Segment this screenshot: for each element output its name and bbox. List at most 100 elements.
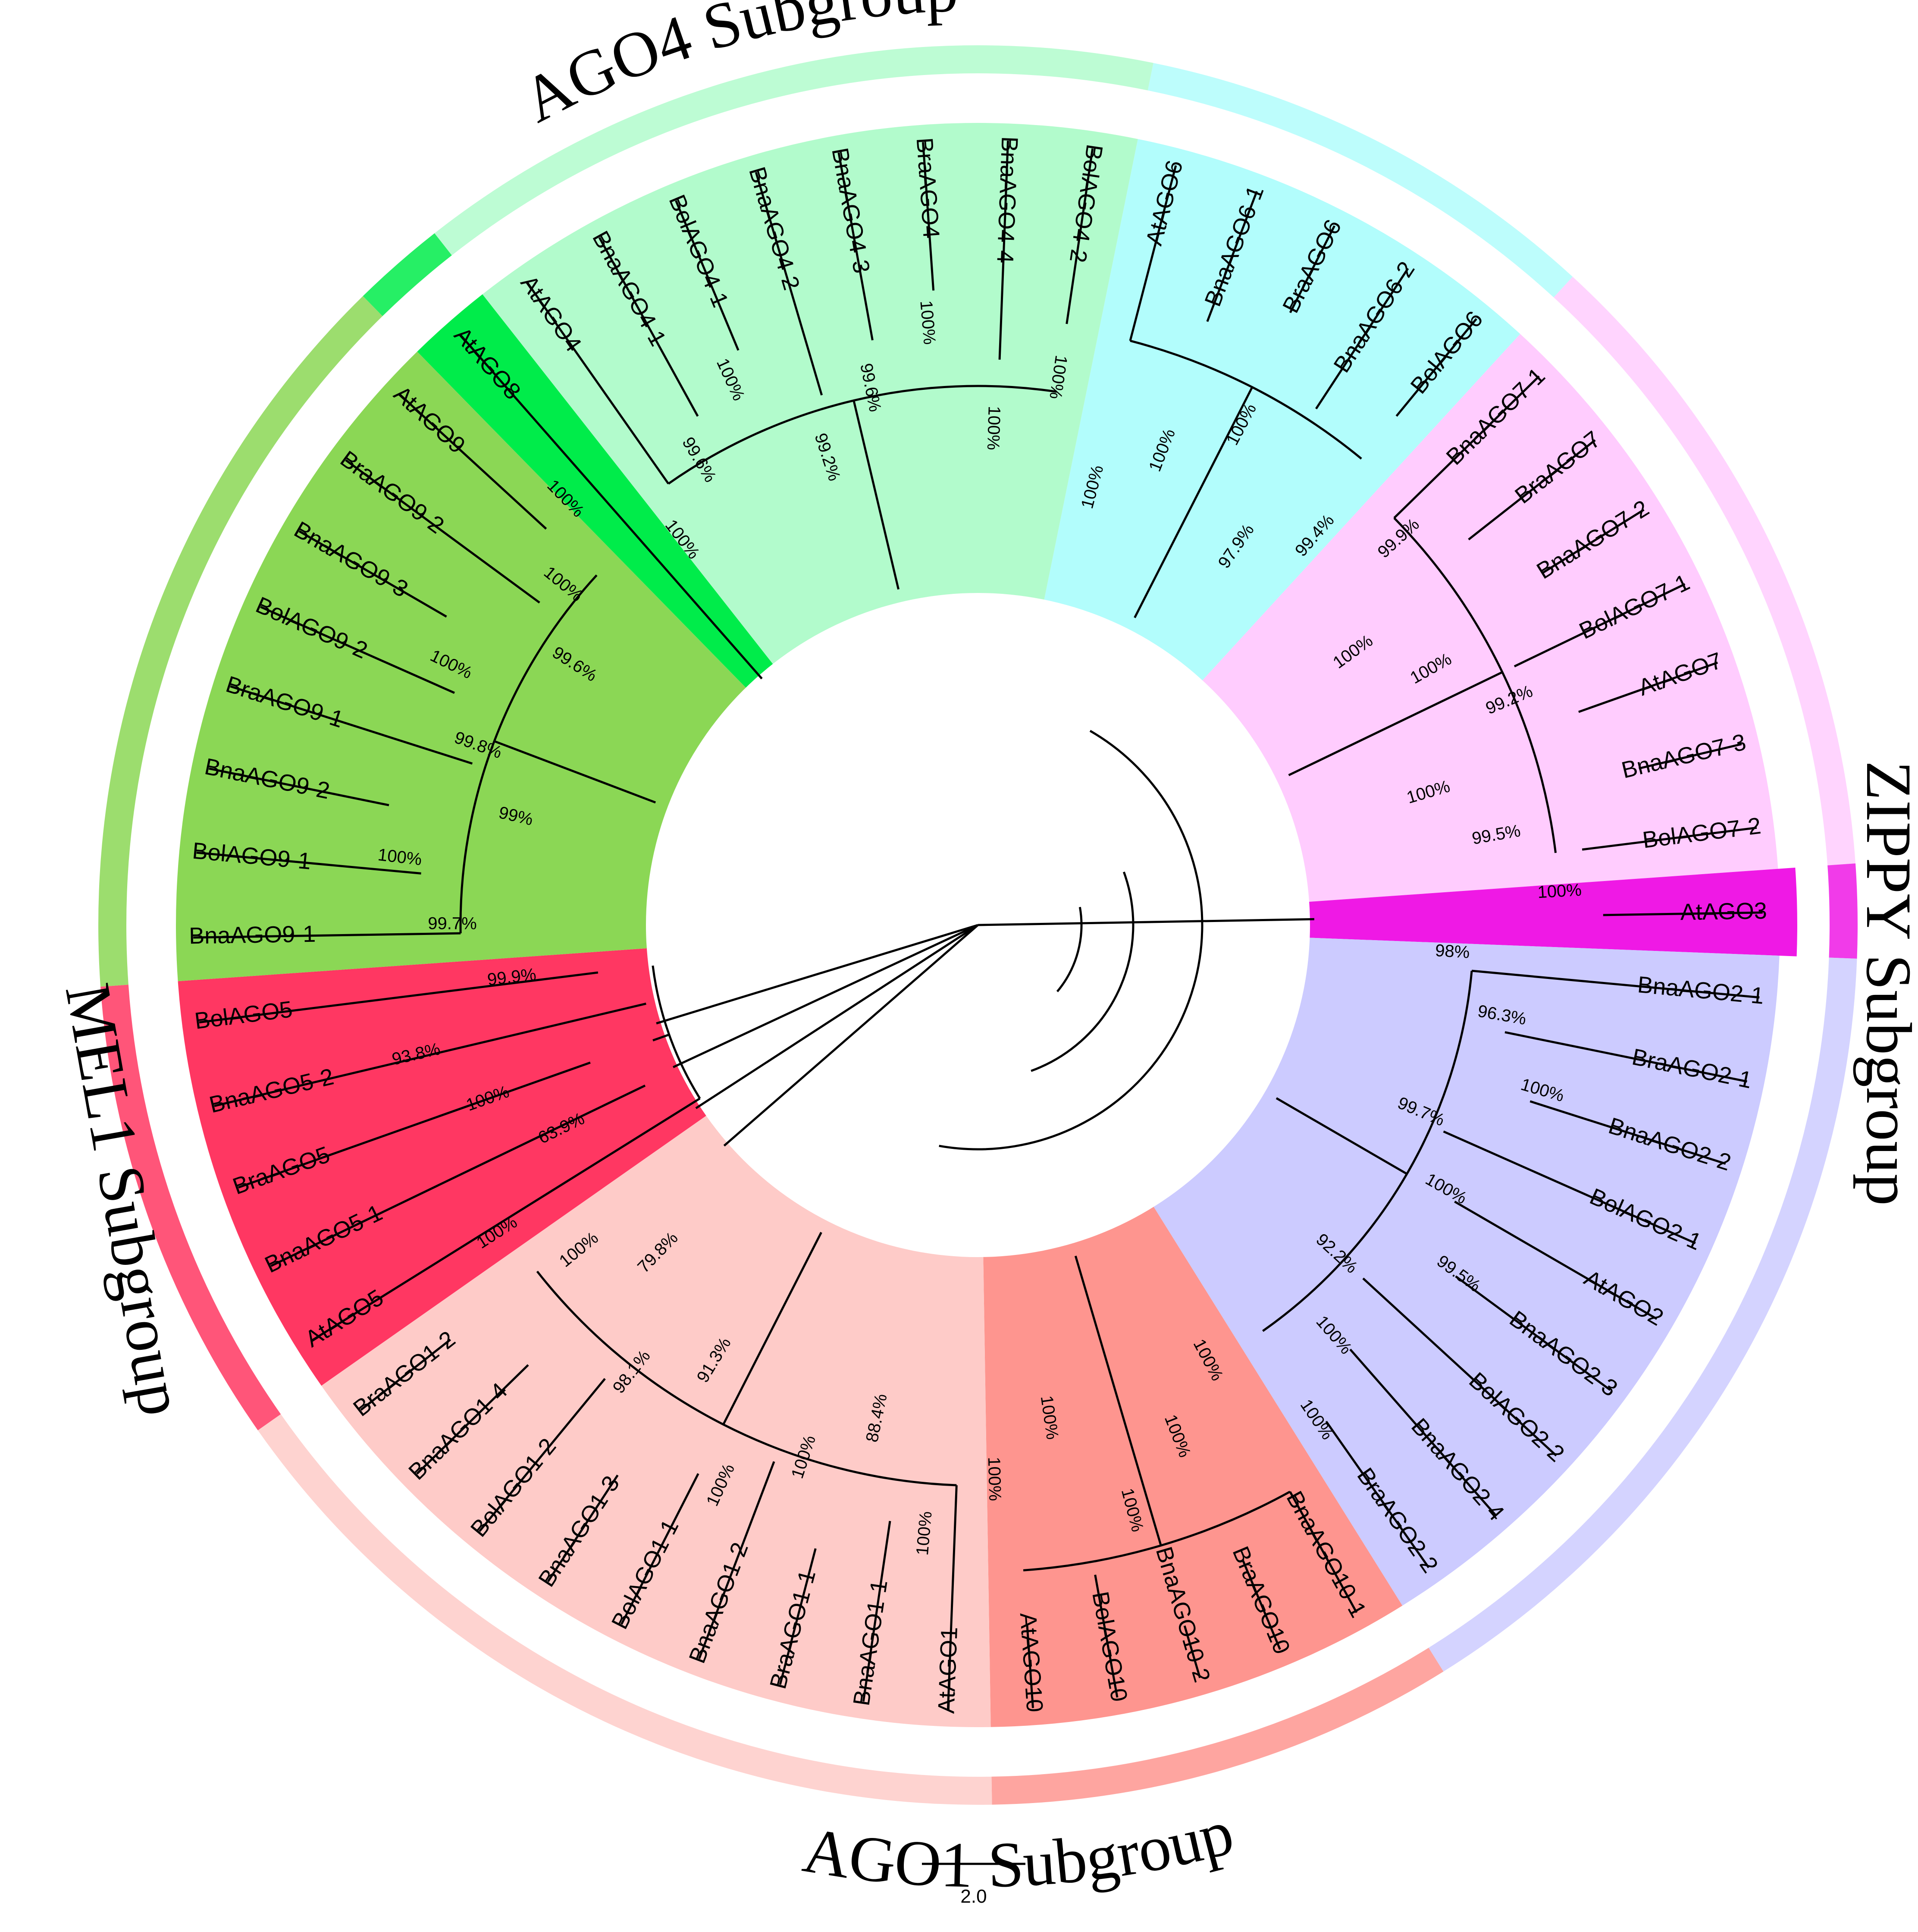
support-value: 100%	[984, 406, 1004, 451]
subgroup-title-zippy: ZIPPY Subgroup	[1853, 761, 1918, 1206]
leaf-label: AtAGO1	[933, 1626, 962, 1714]
branch-tip	[779, 1548, 817, 1685]
subgroup-arc-ago9	[98, 296, 383, 987]
branch-tip	[199, 971, 599, 1024]
leaf-label: BnaAGO4-4	[992, 136, 1022, 263]
branch-tip	[1349, 1349, 1497, 1516]
clade-sector-ago2	[1151, 938, 1780, 1606]
branch-tip	[196, 851, 421, 875]
branch-tip	[193, 932, 461, 939]
support-value: 100%	[1537, 881, 1582, 902]
branch-tip	[1504, 1031, 1747, 1083]
subgroup-arc-ago10	[991, 1647, 1444, 1805]
branch-tip	[998, 141, 1009, 360]
branch-tip	[1529, 1100, 1726, 1165]
clade-stem	[852, 400, 900, 590]
branch-tip	[214, 1002, 646, 1107]
branch-tip	[675, 200, 740, 351]
subgroup-arc-ago1	[257, 1414, 992, 1805]
root-branch	[695, 924, 979, 1109]
clade-stem	[1074, 1255, 1162, 1546]
branch-tip	[837, 152, 874, 341]
scale-bar-label: 2.0	[960, 1886, 987, 1907]
branch-tip	[1325, 1421, 1430, 1568]
clade-stem	[1134, 386, 1254, 618]
branch-tip	[1289, 1491, 1358, 1613]
branch-tip	[1094, 1574, 1119, 1698]
branch-tip	[1468, 439, 1596, 541]
clade-stem	[1288, 671, 1503, 776]
branch-tip	[1183, 1625, 1201, 1678]
subgroup-arc-ago3	[1827, 863, 1858, 959]
support-value: 100%	[913, 1511, 936, 1556]
support-value: 100%	[984, 1457, 1005, 1501]
branch-tip	[260, 605, 455, 694]
branch-tip	[1603, 911, 1763, 916]
branch-tip	[1066, 148, 1094, 324]
branch-tip	[1395, 318, 1477, 417]
subgroup-arc-ago8	[363, 233, 452, 317]
branch-tip	[922, 142, 935, 291]
clade-stem	[652, 1033, 670, 1041]
root-branch	[723, 924, 979, 1147]
branch-tip	[1582, 826, 1757, 851]
clade-sector-ago3	[1305, 867, 1797, 957]
branch-tip	[1129, 165, 1177, 341]
clade-sector-ago6	[1043, 139, 1520, 684]
branch-tip	[270, 1084, 646, 1267]
root-branch	[656, 924, 978, 1025]
tree-branches	[193, 141, 1763, 1709]
branch-tip	[1289, 225, 1335, 314]
branch-tip	[1454, 1201, 1658, 1320]
clade-sector-ago10	[983, 1203, 1403, 1727]
clade-stem	[494, 740, 656, 804]
branch-tip	[416, 1364, 529, 1475]
subgroup-title-mel1: MEL1 Subgroup	[52, 978, 198, 1421]
branch-tip	[526, 282, 670, 485]
branch-tip	[547, 1474, 619, 1582]
clade-sector-ago9	[176, 351, 749, 982]
leaf-label: AtAGO3	[1680, 898, 1767, 925]
root-branch	[978, 918, 1314, 926]
branch-tip	[298, 530, 447, 618]
clade-branch-arc	[652, 965, 701, 1099]
branch-tip	[1578, 662, 1718, 713]
subgroup-arcs	[98, 45, 1858, 1805]
branch-tip	[230, 685, 473, 765]
clade-sector-ago4	[482, 122, 1138, 668]
branch-tip	[1443, 1130, 1696, 1245]
branch-tip	[1455, 1275, 1611, 1391]
branch-tip	[755, 172, 823, 396]
branch-tip	[1393, 375, 1540, 519]
clade-branch-arc	[1130, 339, 1362, 460]
branch-tip	[1639, 743, 1742, 770]
branch-tip	[399, 393, 547, 530]
clade-sector-ago7	[1199, 334, 1778, 902]
branch-tip	[1362, 1277, 1557, 1457]
clade-stem	[1276, 1097, 1407, 1175]
subgroup-title-ago1: AGO1 Subgroup	[799, 1796, 1241, 1901]
support-value: 99.7%	[428, 914, 476, 933]
backbone-arc	[939, 730, 1203, 1151]
subgroup-arc-ago4	[434, 45, 1153, 255]
branch-tip	[345, 459, 540, 604]
clade-sector-ago1	[321, 1113, 991, 1727]
branch-tip	[1542, 508, 1645, 574]
scale-bar: 2.0	[922, 1863, 1025, 1907]
root-branch	[673, 924, 979, 1068]
subgroup-arc-ago7	[1554, 276, 1855, 866]
branch-tip	[360, 1339, 451, 1411]
branch-tip	[479, 1378, 606, 1532]
branch-tip	[238, 1061, 591, 1189]
branch-tip	[946, 1485, 958, 1709]
branch-tip	[209, 767, 389, 806]
branch-tip	[1514, 583, 1686, 668]
branch-tip	[311, 1098, 701, 1342]
backbone-arc	[1056, 906, 1083, 992]
branch-tip	[1242, 1560, 1281, 1650]
clade-stem	[722, 1232, 822, 1425]
branch-tip	[598, 237, 699, 417]
branch-tip	[862, 1521, 891, 1702]
